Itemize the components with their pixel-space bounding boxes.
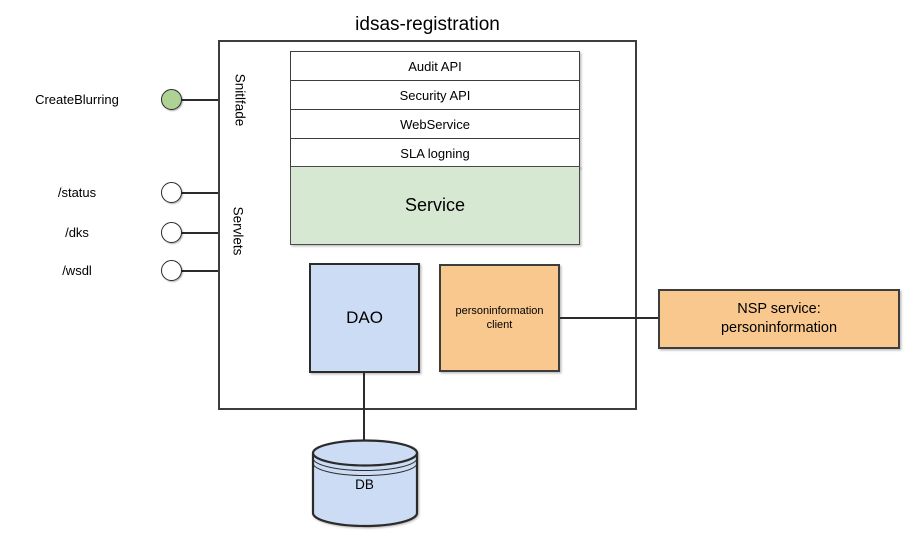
endpoint-label-wsdl: /wsdl <box>62 263 92 278</box>
endpoint-circle-status <box>161 182 182 203</box>
lane-label-snitlfade: Snitlfade <box>232 73 248 127</box>
endpoint-label-status: /status <box>57 185 97 200</box>
nsp-service-box: NSP service: personinformation <box>658 289 900 349</box>
endpoint-circle-wsdl <box>161 260 182 281</box>
db-cylinder-icon <box>311 439 419 528</box>
lane-label-servlets: Servlets <box>230 206 246 256</box>
nsp-service-line1: NSP service: <box>737 301 821 317</box>
layer-audit-api: Audit API <box>291 52 579 80</box>
endpoint-label-createblurring: CreateBlurring <box>35 92 119 107</box>
api-layer-stack: Audit API Security API WebService SLA lo… <box>290 51 580 168</box>
layer-webservice: WebService <box>291 109 579 138</box>
idsas-registration-container <box>218 40 637 410</box>
endpoint-label-dks: /dks <box>65 225 89 240</box>
dao-box: DAO <box>309 263 420 373</box>
db-label: DB <box>355 477 374 492</box>
connector-wsdl <box>180 270 218 272</box>
layer-security-api: Security API <box>291 80 579 109</box>
personinformation-client-line2: client <box>486 319 513 331</box>
personinformation-client-box: personinformation client <box>439 264 560 372</box>
diagram-title: idsas-registration <box>355 14 500 35</box>
connector-dks <box>180 232 218 234</box>
endpoint-circle-dks <box>161 222 182 243</box>
endpoint-circle-createblurring <box>161 89 182 110</box>
connector-status <box>180 192 218 194</box>
nsp-service-line2: personinformation <box>720 320 838 336</box>
service-box: Service <box>290 166 580 245</box>
personinformation-client-line1: personinformation <box>455 305 544 317</box>
layer-sla-logning: SLA logning <box>291 138 579 167</box>
connector-dao-to-db <box>363 373 365 443</box>
connector-createblurring <box>180 99 218 101</box>
connector-client-to-nsp <box>560 317 658 319</box>
